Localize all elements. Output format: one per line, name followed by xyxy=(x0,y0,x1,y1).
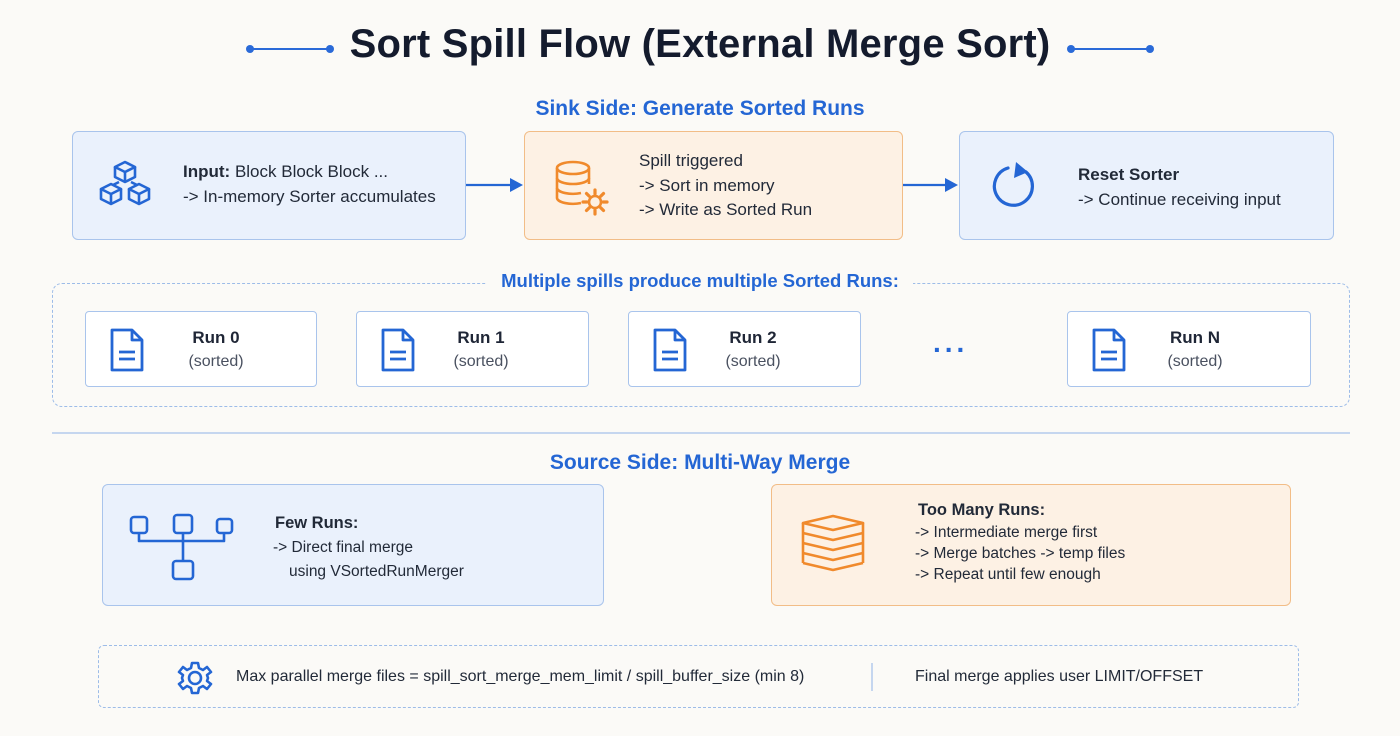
source-heading: Source Side: Multi-Way Merge xyxy=(549,451,851,474)
spill-line-2: -> Sort in memory xyxy=(639,176,775,195)
run-box-1: Run 1 (sorted) xyxy=(356,311,589,387)
footer-divider xyxy=(871,663,873,691)
section-divider xyxy=(52,432,1350,434)
run-status: (sorted) xyxy=(453,353,509,370)
run-name: Run 0 xyxy=(192,328,240,347)
run-status: (sorted) xyxy=(1167,353,1223,370)
run-box-2: Run 2 (sorted) xyxy=(628,311,861,387)
reset-line-1: Reset Sorter xyxy=(1078,165,1180,184)
run-status: (sorted) xyxy=(725,353,781,370)
title-right-line xyxy=(1072,48,1150,50)
database-gear-icon xyxy=(551,158,611,223)
run-name: Run 1 xyxy=(457,328,505,347)
title-right-dot xyxy=(1146,45,1154,53)
run-name: Run 2 xyxy=(729,328,777,347)
refresh-icon xyxy=(986,158,1042,219)
document-icon xyxy=(649,327,691,378)
footer-note: Final merge applies user LIMIT/OFFSET xyxy=(915,668,1204,685)
blocks-icon xyxy=(97,158,153,219)
runs-heading: Multiple spills produce multiple Sorted … xyxy=(487,270,913,291)
run-box-n: Run N (sorted) xyxy=(1067,311,1311,387)
spill-line-3: -> Write as Sorted Run xyxy=(639,200,813,219)
spill-line-1: Spill triggered xyxy=(639,151,743,170)
reset-line-2: -> Continue receiving input xyxy=(1078,190,1281,209)
document-icon xyxy=(106,327,148,378)
page-title: Sort Spill Flow (External Merge Sort) xyxy=(349,22,1051,66)
footer-box: Max parallel merge files = spill_sort_me… xyxy=(98,645,1299,708)
reset-box: Reset Sorter -> Continue receiving input xyxy=(959,131,1334,240)
footer-formula: Max parallel merge files = spill_sort_me… xyxy=(236,668,805,685)
arrow-spill-to-reset xyxy=(903,178,958,192)
run-name: Run N xyxy=(1169,328,1221,347)
document-icon xyxy=(377,327,419,378)
merge-tree-icon xyxy=(127,511,237,588)
layers-icon xyxy=(800,513,866,578)
run-status: (sorted) xyxy=(188,353,244,370)
document-icon xyxy=(1088,327,1130,378)
spill-box: Spill triggered -> Sort in memory -> Wri… xyxy=(524,131,903,240)
few-runs-line-2: -> Direct final merge xyxy=(273,539,413,556)
runs-heading-wrap: Multiple spills produce multiple Sorted … xyxy=(0,270,1400,292)
gear-icon xyxy=(177,660,213,701)
arrow-input-to-spill xyxy=(466,178,523,192)
input-line-2: -> In-memory Sorter accumulates xyxy=(183,187,436,206)
runs-ellipsis: ... xyxy=(933,327,969,358)
few-runs-box: Few Runs: -> Direct final merge using VS… xyxy=(102,484,604,606)
few-runs-line-3: using VSortedRunMerger xyxy=(289,563,464,580)
run-box-0: Run 0 (sorted) xyxy=(85,311,317,387)
many-runs-line-4: -> Repeat until few enough xyxy=(915,566,1101,583)
input-value: Block Block Block ... xyxy=(234,162,388,181)
title-left-line xyxy=(252,48,330,50)
sink-heading: Sink Side: Generate Sorted Runs xyxy=(535,97,865,120)
many-runs-box: Too Many Runs: -> Intermediate merge fir… xyxy=(771,484,1291,606)
input-label: Input: xyxy=(183,162,231,181)
many-runs-title: Too Many Runs: xyxy=(918,501,1046,519)
many-runs-line-3: -> Merge batches -> temp files xyxy=(915,545,1126,562)
input-line-1: Input: Block Block Block ... xyxy=(183,160,388,184)
many-runs-line-2: -> Intermediate merge first xyxy=(915,524,1098,541)
title-left-dot-inner xyxy=(326,45,334,53)
few-runs-title: Few Runs: xyxy=(275,514,359,532)
title-right-dot-inner xyxy=(1067,45,1075,53)
input-box: Input: Block Block Block ... -> In-memor… xyxy=(72,131,466,240)
title-left-dot xyxy=(246,45,254,53)
